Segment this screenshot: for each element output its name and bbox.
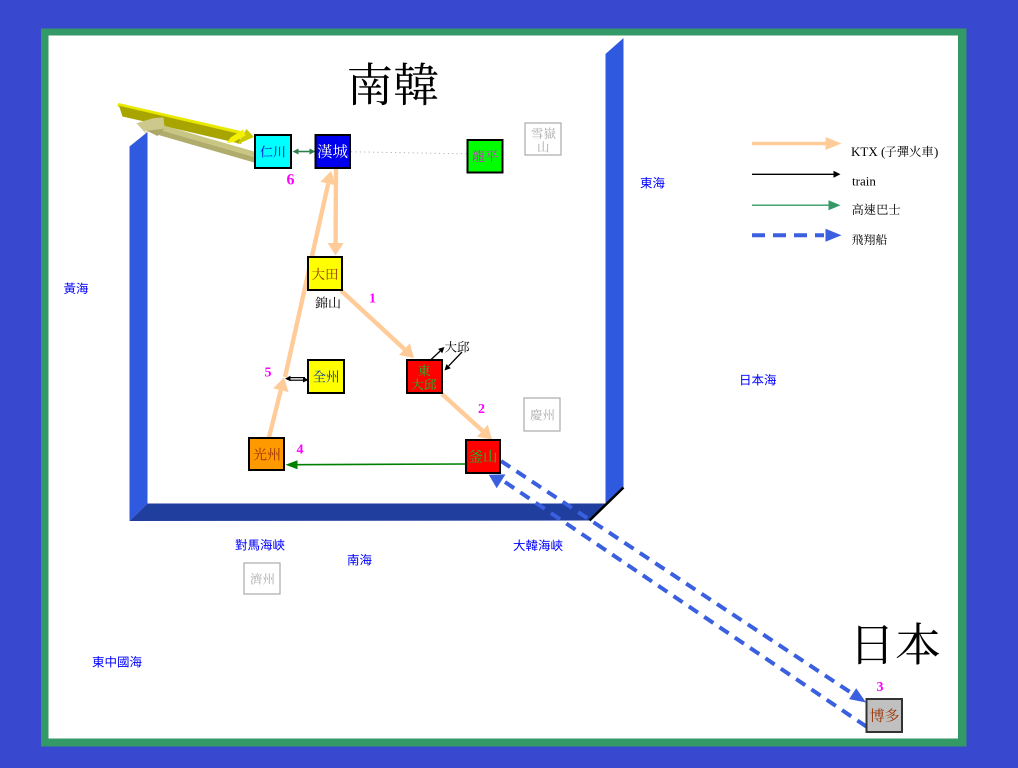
svg-text:6: 6: [287, 172, 295, 189]
svg-text:1: 1: [369, 292, 376, 307]
svg-text:5: 5: [265, 366, 272, 381]
svg-text:train: train: [852, 174, 876, 189]
svg-text:2: 2: [478, 402, 485, 417]
svg-text:3: 3: [877, 680, 884, 695]
svg-text:4: 4: [297, 443, 304, 458]
svg-text:): ): [934, 144, 938, 159]
svg-text:KTX (: KTX (: [851, 144, 885, 159]
